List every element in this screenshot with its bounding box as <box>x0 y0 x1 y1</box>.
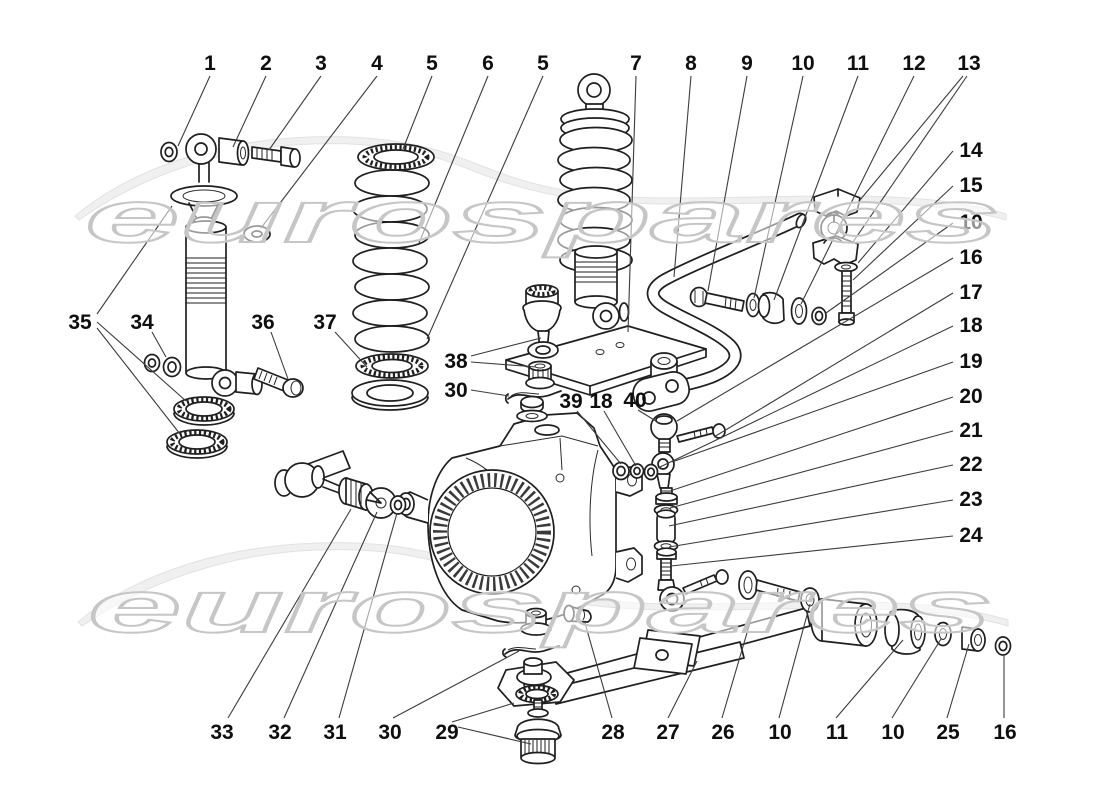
watermark-text-bottom: eurospares <box>88 565 993 648</box>
coilover-assembly-drawing <box>557 73 633 330</box>
callout-top-14: 13 <box>957 52 980 75</box>
callout-top-3: 3 <box>315 52 327 75</box>
callout-bottom-1: 33 <box>210 721 233 744</box>
callout-right-5: 17 <box>959 281 982 304</box>
lower-wishbone-drawing <box>497 598 878 707</box>
callout-center-2: 30 <box>444 379 467 402</box>
callout-left-3: 36 <box>251 311 274 334</box>
callout-bottom-8: 26 <box>711 721 734 744</box>
upper-ball-joint-drawing <box>522 284 562 351</box>
callout-bottom-7: 27 <box>656 721 679 744</box>
callout-center-5: 40 <box>623 389 646 412</box>
callout-right-9: 21 <box>959 419 983 442</box>
callout-top-7: 5 <box>537 52 549 75</box>
callout-top-2: 2 <box>260 52 272 75</box>
callout-bottom-3: 31 <box>323 721 347 744</box>
callout-right-8: 20 <box>959 385 982 408</box>
callout-bottom-13: 16 <box>993 721 1016 744</box>
callout-left-1: 35 <box>68 311 92 334</box>
coil-spring-drawing <box>351 143 435 411</box>
callout-top-5: 5 <box>426 52 438 75</box>
callout-right-2: 15 <box>959 174 983 197</box>
callout-bottom-10: 11 <box>826 721 849 744</box>
grease-plug-drawing <box>563 604 592 623</box>
car-silhouette-watermark-bottom <box>77 542 1009 627</box>
callout-right-6: 18 <box>959 314 983 337</box>
callout-top-4: 4 <box>371 52 383 75</box>
shock-absorber-drawing <box>143 133 304 459</box>
callout-center-3: 39 <box>559 390 582 413</box>
callout-right-10: 22 <box>959 453 982 476</box>
callout-bottom-12: 25 <box>936 721 960 744</box>
arm-bushings-drawing <box>884 608 1012 656</box>
callout-right-11: 23 <box>959 488 982 511</box>
lower-ball-joint-drawing <box>502 607 562 765</box>
callout-bottom-6: 28 <box>601 721 625 744</box>
callout-top-12: 11 <box>847 52 870 75</box>
callout-center-1: 38 <box>444 350 468 373</box>
drop-link-drawing <box>612 371 729 612</box>
callout-top-1: 1 <box>204 52 216 75</box>
callout-bottom-5: 29 <box>435 721 458 744</box>
callout-bottom-2: 32 <box>268 721 291 744</box>
tie-rod-drawing <box>274 450 407 519</box>
callout-right-7: 19 <box>959 350 982 373</box>
callout-center-4: 18 <box>589 390 613 413</box>
anti-roll-bar-drawing <box>637 212 807 399</box>
callout-left-2: 34 <box>130 311 154 334</box>
callout-right-1: 14 <box>959 139 983 162</box>
callout-right-12: 24 <box>959 524 983 547</box>
callout-top-13: 12 <box>902 52 925 75</box>
callout-labels: 1 2 3 4 5 6 5 7 8 9 10 11 12 13 14 15 10… <box>68 52 1016 744</box>
callout-top-8: 7 <box>630 52 642 75</box>
callout-top-9: 8 <box>685 52 697 75</box>
callout-right-4: 16 <box>959 246 982 269</box>
watermark-text-top: eurospares <box>85 175 1000 258</box>
callout-bottom-11: 10 <box>881 721 904 744</box>
bar-bolt-bushings-drawing <box>689 286 827 326</box>
callout-top-6: 6 <box>482 52 494 75</box>
arm-pivot-bolt-drawing <box>738 570 820 613</box>
steering-knuckle-drawing <box>397 395 643 624</box>
leader-lines <box>96 75 1005 745</box>
callout-right-3: 10 <box>959 211 982 234</box>
callout-left-4: 37 <box>313 311 336 334</box>
callout-top-10: 9 <box>741 52 753 75</box>
callout-bottom-9: 10 <box>768 721 791 744</box>
pivot-bushing-drawing <box>525 360 555 390</box>
callout-bottom-4: 30 <box>378 721 401 744</box>
callout-top-11: 10 <box>791 52 814 75</box>
